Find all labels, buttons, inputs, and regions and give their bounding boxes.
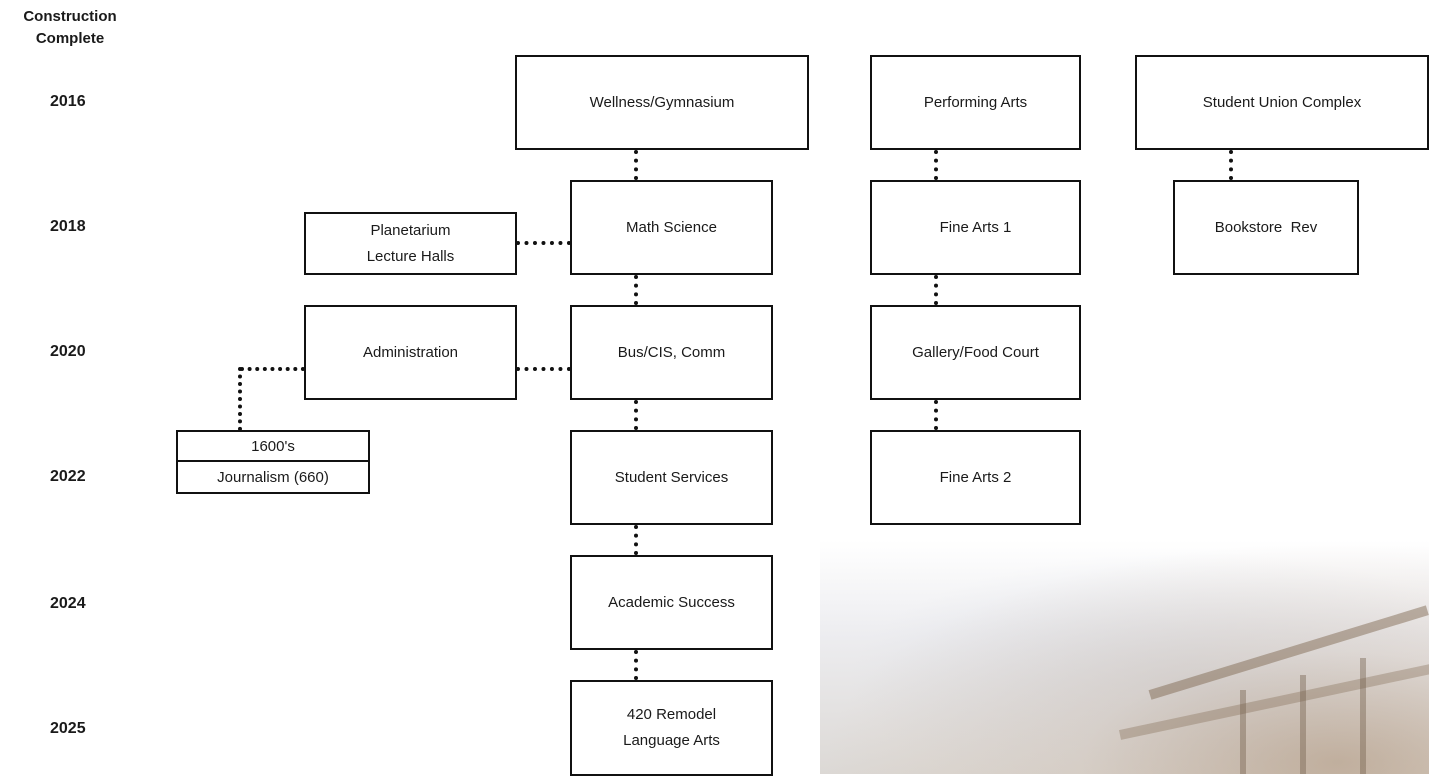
building-wellness-gymnasium: Wellness/Gymnasium [515, 55, 809, 150]
building-fine-arts-1: Fine Arts 1 [870, 180, 1081, 275]
building-label: Bus/CIS, Comm [617, 343, 726, 361]
connector-bus-services [634, 400, 638, 430]
building-label: Fine Arts 2 [939, 468, 1012, 486]
building-label: Gallery/Food Court [912, 343, 1039, 361]
building-label-line2: Lecture Halls [366, 247, 455, 265]
year-label-2016: 2016 [50, 93, 86, 110]
connector-gallery-finearts2 [934, 400, 938, 430]
construction-complete-header: Construction Complete [0, 6, 140, 50]
year-label-2025: 2025 [50, 720, 86, 737]
campus-photo-background [820, 540, 1429, 774]
building-academic-success: Academic Success [570, 555, 773, 650]
year-label-2020: 2020 [50, 343, 86, 360]
building-label: Math Science [626, 218, 717, 236]
header-line-1: Construction [23, 8, 117, 25]
building-administration: Administration [304, 305, 517, 400]
building-performing-arts: Performing Arts [870, 55, 1081, 150]
year-label-2022: 2022 [50, 468, 86, 485]
building-student-union-complex: Student Union Complex [1135, 55, 1429, 150]
building-planetarium-lecture-halls: Planetarium Lecture Halls [304, 212, 517, 275]
connector-math-bus [634, 275, 638, 305]
connector-admin-1600s-horizontal [240, 367, 305, 371]
building-label-line1: 420 Remodel [626, 706, 717, 723]
building-student-services: Student Services [570, 430, 773, 525]
year-label-2024: 2024 [50, 595, 86, 612]
connector-admin-1600s-vertical [238, 367, 242, 431]
building-420-remodel: 420 Remodel Language Arts [570, 680, 773, 776]
connector-academic-remodel [634, 650, 638, 680]
building-label: Administration [362, 343, 459, 361]
building-math-science: Math Science [570, 180, 773, 275]
building-label: Student Union Complex [1202, 93, 1362, 111]
connector-services-academic [634, 525, 638, 555]
building-label: Wellness/Gymnasium [589, 93, 735, 111]
building-label: Bookstore Rev [1214, 218, 1318, 236]
connector-planetarium-math [516, 241, 571, 245]
connector-wellness-math [634, 150, 638, 180]
connector-finearts1-gallery [934, 275, 938, 305]
building-label: Academic Success [608, 593, 735, 611]
building-label: Performing Arts [923, 93, 1028, 111]
building-label-line1: 1600's [178, 432, 368, 462]
connector-admin-bus [516, 367, 571, 371]
building-bookstore-rev: Bookstore Rev [1173, 180, 1359, 275]
year-label-2018: 2018 [50, 218, 86, 235]
building-label: Student Services [614, 468, 729, 486]
building-label-line2: Language Arts [623, 732, 720, 749]
building-label: Fine Arts 1 [939, 218, 1012, 236]
building-fine-arts-2: Fine Arts 2 [870, 430, 1081, 525]
building-bus-cis-comm: Bus/CIS, Comm [570, 305, 773, 400]
connector-union-bookstore [1229, 150, 1233, 180]
building-1600s-journalism: 1600's Journalism (660) [176, 430, 370, 494]
building-label-line1: Planetarium [370, 221, 451, 239]
building-label-line2: Journalism (660) [217, 468, 329, 486]
building-gallery-food-court: Gallery/Food Court [870, 305, 1081, 400]
header-line-2: Complete [35, 30, 105, 47]
connector-performing-finearts1 [934, 150, 938, 180]
